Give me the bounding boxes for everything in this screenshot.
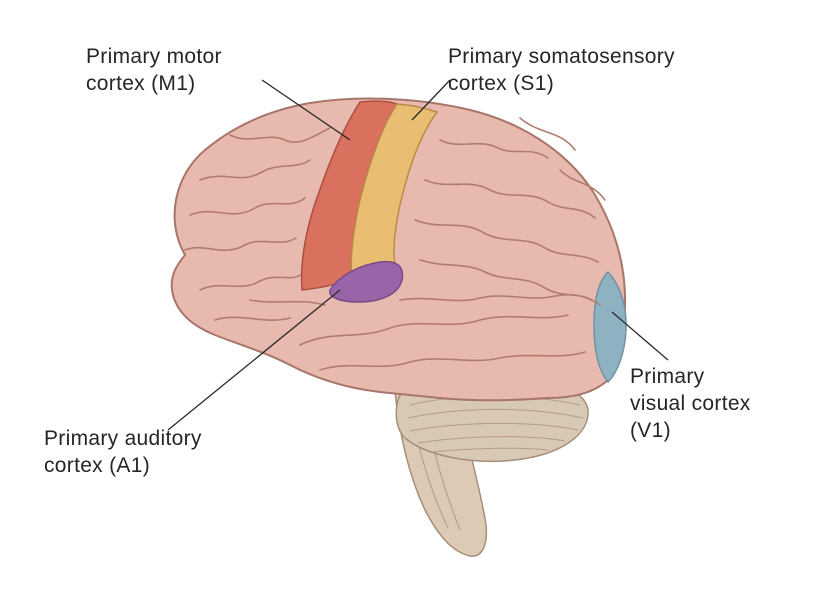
auditory-leader-line [167, 289, 341, 431]
visual-label-line1: Primary [630, 365, 705, 388]
auditory-cortex-region [329, 260, 404, 303]
somatosensory-cortex-label: Primary somatosensory cortex (S1) [448, 43, 675, 97]
visual-leader-line [611, 311, 669, 361]
auditory-cortex-label: Primary auditory cortex (A1) [44, 425, 202, 479]
motor-label-line2: cortex (M1) [86, 72, 196, 95]
visual-label-line2: visual cortex [630, 392, 751, 415]
auditory-label-line2: cortex (A1) [44, 454, 150, 477]
somatosensory-leader-line [411, 79, 451, 121]
auditory-label-line1: Primary auditory [44, 427, 202, 450]
cortical-folds [184, 117, 606, 371]
visual-cortex-label: Primary visual cortex (V1) [630, 363, 751, 444]
somatosensory-label-line2: cortex (S1) [448, 72, 554, 95]
cerebellum-folia [407, 395, 584, 453]
somatosensory-label-line1: Primary somatosensory [448, 45, 675, 68]
visual-cortex-region [593, 270, 627, 384]
motor-leader-line [261, 79, 351, 141]
visual-label-line3: (V1) [630, 419, 671, 442]
leader-lines [167, 79, 669, 431]
motor-cortex-label: Primary motor cortex (M1) [86, 43, 222, 97]
motor-label-line1: Primary motor [86, 45, 222, 68]
